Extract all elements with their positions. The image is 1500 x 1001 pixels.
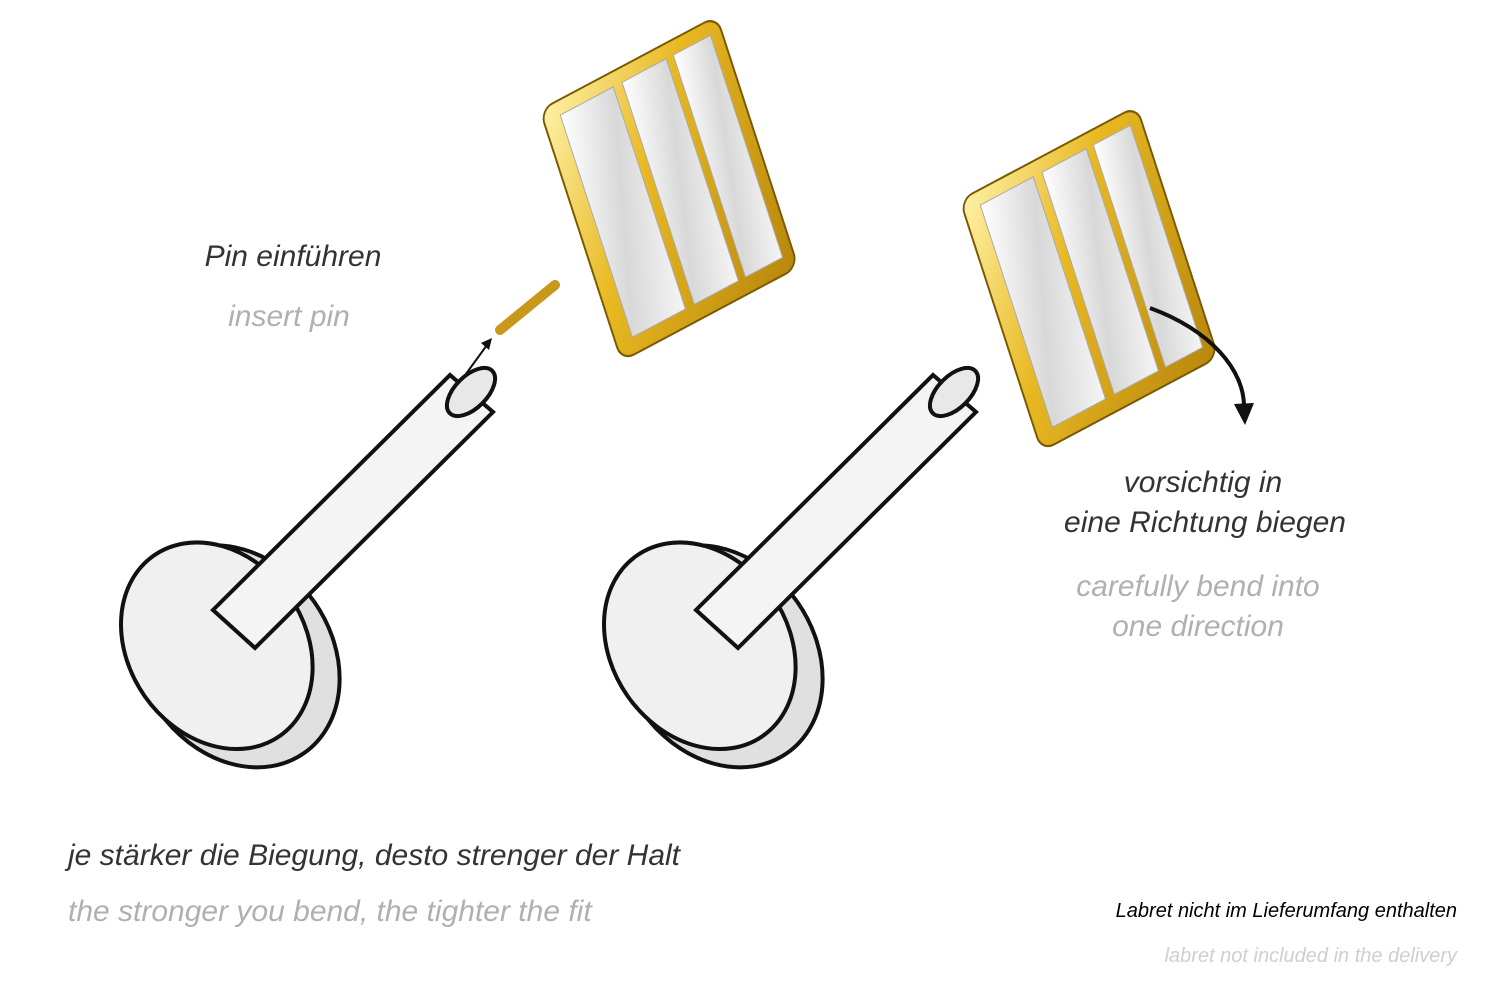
- step2-label-en-2: one direction: [1112, 610, 1284, 643]
- step2-label-de-2: eine Richtung biegen: [1064, 506, 1346, 539]
- labret-right: [562, 357, 989, 810]
- insert-arrow: [462, 338, 492, 379]
- step2-label-en-1: carefully bend into: [1076, 570, 1320, 603]
- tip-de: je stärker die Biegung, desto strenger d…: [68, 839, 680, 872]
- bend-arrow: [1149, 306, 1254, 425]
- gold-top-left: [495, 15, 800, 363]
- tip-en: the stronger you bend, the tighter the f…: [68, 895, 592, 928]
- step1-label-en: insert pin: [228, 300, 350, 333]
- note-en: labret not included in the delivery: [1164, 945, 1457, 967]
- gold-top-right: [958, 105, 1220, 453]
- step1-label-de: Pin einführen: [204, 240, 382, 273]
- step2-label-de-1: vorsichtig in: [1123, 466, 1283, 499]
- note-de: Labret nicht im Lieferumfang enthalten: [1115, 900, 1457, 922]
- labret-left: [79, 357, 506, 810]
